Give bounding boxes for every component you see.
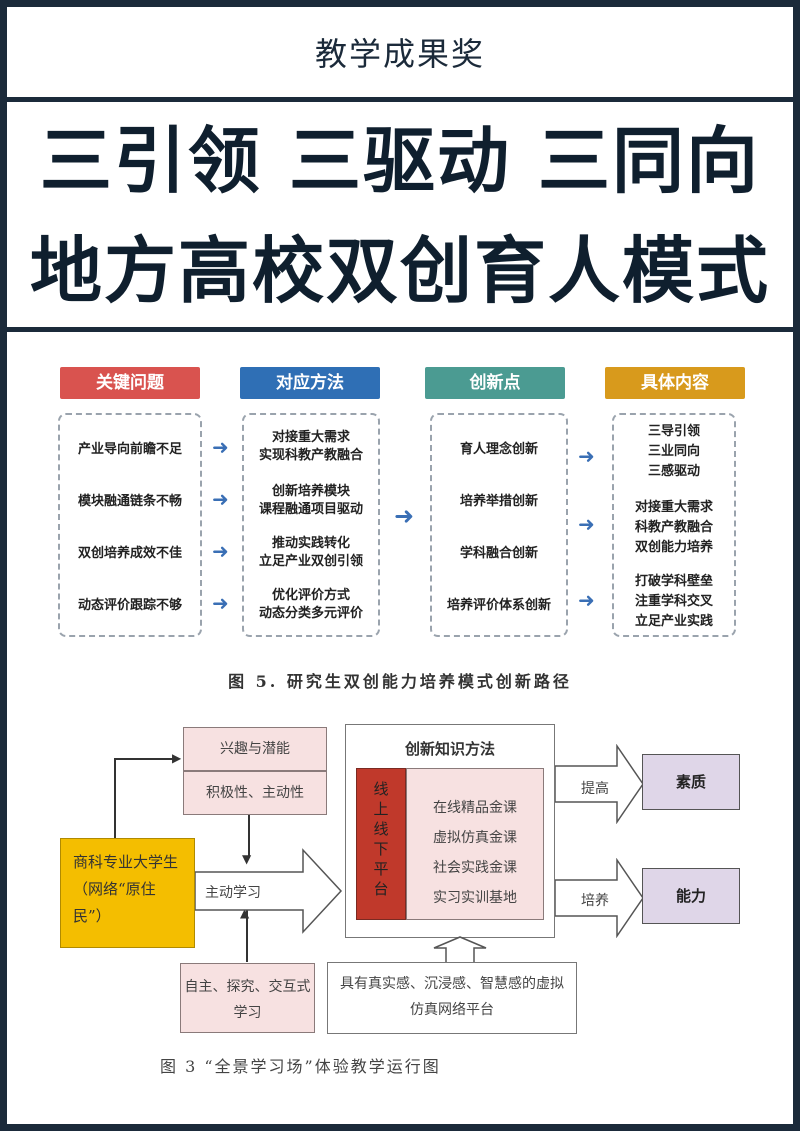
improve-arrow: [555, 744, 644, 824]
methods-column: 对接重大需求 实现科教产教融合 创新培养模块 课程融通项目驱动 推动实践转化 立…: [242, 413, 380, 637]
autonomous-learning-box: 自主、探究、交互式学习: [180, 963, 315, 1033]
active-learning-arrow: [195, 848, 343, 934]
innovation-item: 学科融合创新: [459, 546, 538, 561]
improve-label: 提高: [581, 781, 609, 797]
connector-line: [114, 758, 116, 838]
method-line: 课程融通项目驱动: [258, 502, 363, 517]
course-item: 实习实训基地: [433, 890, 517, 906]
title-line-1: 三引领 三驱动 三同向: [39, 119, 761, 203]
content-line: 科教产教融合: [634, 520, 713, 535]
content-line: 注重学科交叉: [634, 594, 713, 609]
header-divider: [7, 97, 793, 102]
problem-item: 动态评价跟踪不够: [77, 598, 182, 613]
arrow-right-icon: ▶: [172, 751, 182, 765]
student-box: 商科专业大学生（网络“原住民”）: [60, 838, 195, 948]
ability-box: 能力: [642, 868, 740, 924]
active-learning-label: 主动学习: [205, 885, 261, 901]
method-title: 创新知识方法: [404, 740, 495, 758]
arrow-right-icon: ➜: [578, 444, 595, 468]
platform-up-arrow: [433, 936, 487, 964]
arrow-down-icon: ▼: [242, 852, 252, 866]
problems-column: 产业导向前瞻不足 模块融通链条不畅 双创培养成效不佳 动态评价跟踪不够: [58, 413, 202, 637]
arrow-right-icon: ➜: [212, 487, 229, 511]
arrow-right-icon: ➜: [394, 502, 415, 530]
content-line: 三导引领: [647, 424, 700, 439]
title-divider: [7, 327, 793, 332]
content-line: 对接重大需求: [634, 500, 713, 515]
arrow-up-icon: ▲: [240, 906, 250, 920]
innovation-item: 培养举措创新: [459, 494, 538, 509]
problem-item: 模块融通链条不畅: [77, 494, 182, 509]
method-line: 动态分类多元评价: [258, 606, 363, 621]
problem-item: 双创培养成效不佳: [77, 546, 182, 561]
connector-line: [248, 810, 250, 858]
innovation-item: 育人理念创新: [459, 442, 538, 457]
award-label: 教学成果奖: [314, 35, 485, 73]
content-line: 三业同向: [647, 444, 700, 459]
interest-box: 兴趣与潜能: [183, 727, 327, 771]
method-line: 推动实践转化: [271, 536, 350, 551]
header-key-problems: 关键问题: [60, 367, 200, 399]
cultivate-arrow: [555, 858, 644, 938]
figure-3-caption: 图 3 “全景学习场”体验教学运行图: [160, 1057, 441, 1076]
cultivate-label: 培养: [581, 893, 609, 909]
content-line: 打破学科壁垒: [634, 574, 713, 589]
arrow-right-icon: ➜: [212, 435, 229, 459]
title-line-2: 地方高校双创育人模式: [29, 229, 770, 313]
arrow-right-icon: ➜: [212, 591, 229, 615]
problem-item: 产业导向前瞻不足: [77, 442, 182, 457]
connector-line: [114, 758, 176, 760]
online-offline-platform: 线上线下平台: [356, 768, 406, 920]
courses-box: 在线精品金课 虚拟仿真金课 社会实践金课 实习实训基地: [406, 768, 544, 920]
initiative-box: 积极性、主动性: [183, 771, 327, 815]
arrow-right-icon: ➜: [578, 588, 595, 612]
method-line: 优化评价方式: [271, 588, 350, 603]
course-item: 在线精品金课: [433, 800, 517, 816]
figure-5-caption: 图 5. 研究生双创能力培养模式创新路径: [228, 672, 572, 691]
course-item: 虚拟仿真金课: [433, 830, 517, 846]
method-line: 对接重大需求: [271, 430, 350, 445]
content-line: 立足产业实践: [634, 614, 713, 629]
method-line: 实现科教产教融合: [258, 448, 363, 463]
contents-column: 三导引领 三业同向 三感驱动 对接重大需求 科教产教融合 双创能力培养 打破学科…: [612, 413, 736, 637]
content-line: 三感驱动: [647, 464, 700, 479]
innovations-column: 育人理念创新 培养举措创新 学科融合创新 培养评价体系创新: [430, 413, 568, 637]
header-methods: 对应方法: [240, 367, 380, 399]
arrow-right-icon: ➜: [212, 539, 229, 563]
course-item: 社会实践金课: [433, 860, 517, 876]
content-line: 双创能力培养: [634, 540, 713, 555]
quality-box: 素质: [642, 754, 740, 810]
innovation-item: 培养评价体系创新: [446, 598, 551, 613]
header-innovations: 创新点: [425, 367, 565, 399]
arrow-right-icon: ➜: [578, 512, 595, 536]
connector-line: [246, 910, 248, 962]
header-contents: 具体内容: [605, 367, 745, 399]
method-line: 创新培养模块: [271, 484, 350, 499]
virtual-platform-box: 具有真实感、沉浸感、智慧感的虚拟仿真网络平台: [327, 962, 577, 1034]
method-line: 立足产业双创引领: [258, 554, 363, 569]
